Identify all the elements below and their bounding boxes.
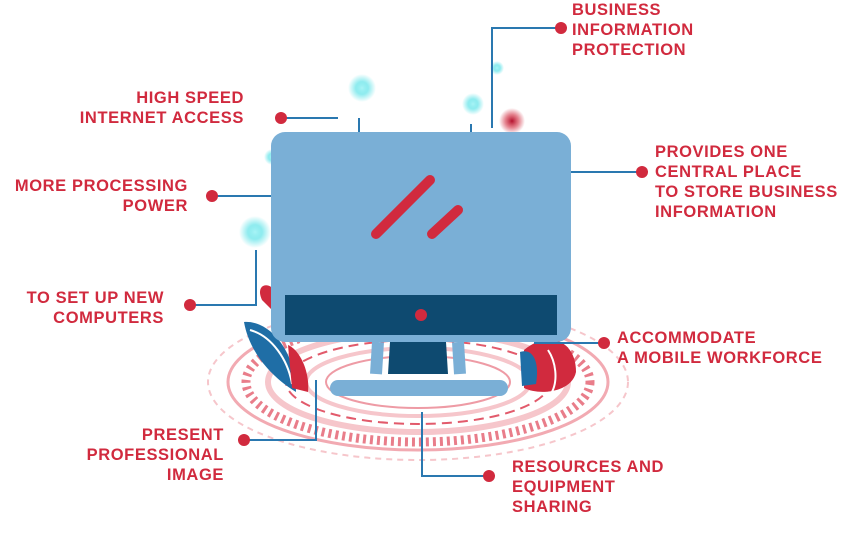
glow-dot-icon — [490, 61, 504, 75]
computer-monitor-icon — [271, 132, 571, 396]
label-resources-equipment-sharing: RESOURCES AND EQUIPMENT SHARING — [512, 458, 665, 516]
glow-dots — [239, 61, 525, 248]
label-more-processing-power: MORE PROCESSING POWER — [14, 177, 188, 215]
glow-dot-icon — [462, 93, 484, 115]
label-high-speed-internet: HIGH SPEED INTERNET ACCESS — [79, 89, 244, 127]
label-central-place: PROVIDES ONE CENTRAL PLACE TO STORE BUSI… — [655, 143, 838, 221]
glow-dot-icon — [348, 74, 376, 102]
label-business-information-protection: BUSINESS INFORMATION PROTECTION — [572, 1, 694, 59]
endpoint-dots — [184, 22, 648, 482]
label-present-professional-image: PRESENT PROFESSIONAL IMAGE — [86, 426, 224, 484]
glow-dot-icon — [499, 108, 525, 134]
decor-leaves — [244, 285, 576, 393]
glow-dot-icon — [239, 216, 271, 248]
label-set-up-new-computers: TO SET UP NEW COMPUTERS — [26, 289, 164, 327]
connector-lines — [192, 27, 640, 477]
label-mobile-workforce: ACCOMMODATE A MOBILE WORKFORCE — [617, 329, 823, 367]
